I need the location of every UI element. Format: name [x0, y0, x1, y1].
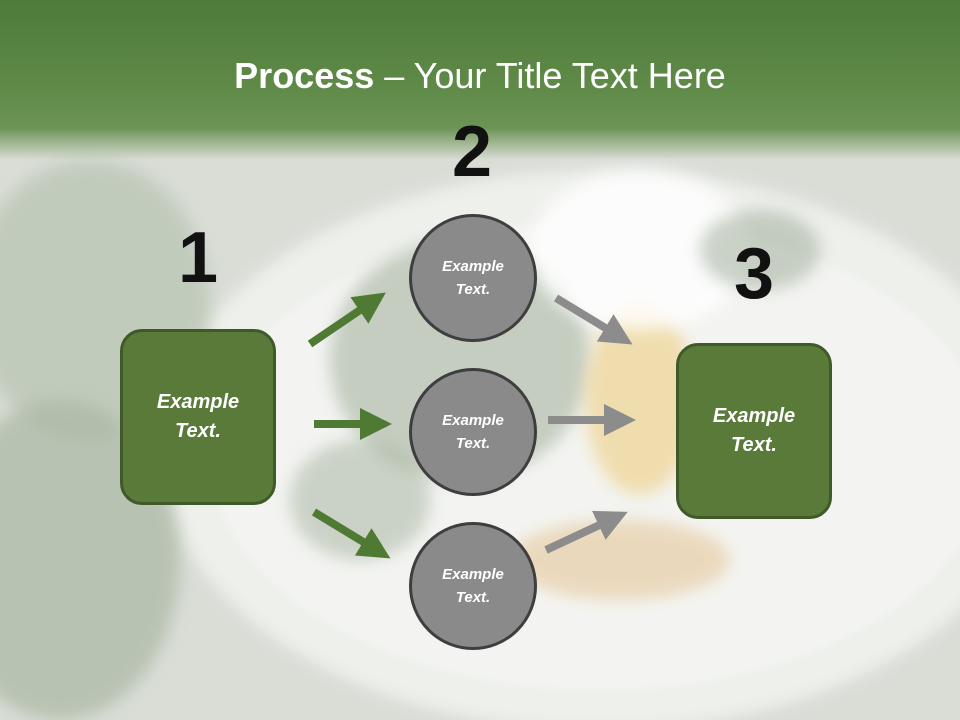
step-3-label-line1: Example [712, 405, 796, 427]
arrow-green-up-right [307, 292, 386, 348]
arrow-green-down-right [311, 508, 391, 559]
step-1-box: Example Text. [120, 329, 276, 505]
arrow-gray-up-right [544, 510, 628, 554]
step-2-circle-bottom: Example Text. [409, 522, 537, 650]
circle-middle-label-line2: Text. [455, 435, 491, 452]
step-3-label-line2: Text. [731, 434, 777, 456]
circle-bottom-label-line1: Example [442, 566, 504, 583]
step-2-circle-top: Example Text. [409, 214, 537, 342]
step-number-1: 1 [177, 218, 219, 298]
circle-bottom-label-line2: Text. [455, 589, 491, 606]
step-number-2: 2 [451, 112, 493, 192]
circle-top-label-line1: Example [442, 258, 504, 275]
title-rest-part: – Your Title Text Here [374, 55, 726, 96]
step-number-3: 3 [733, 234, 775, 314]
slide-title: Process – Your Title Text Here [0, 54, 960, 98]
step-1-label-line2: Text. [175, 420, 221, 442]
step-1-label-line1: Example [156, 391, 240, 413]
circle-middle-label-line1: Example [442, 412, 504, 429]
arrow-gray-down-right [553, 294, 633, 345]
step-3-box: Example Text. [676, 343, 832, 519]
step-2-circle-middle: Example Text. [409, 368, 537, 496]
title-bar [0, 0, 960, 160]
title-bold-part: Process [234, 55, 375, 96]
circle-top-label-line2: Text. [455, 281, 491, 298]
